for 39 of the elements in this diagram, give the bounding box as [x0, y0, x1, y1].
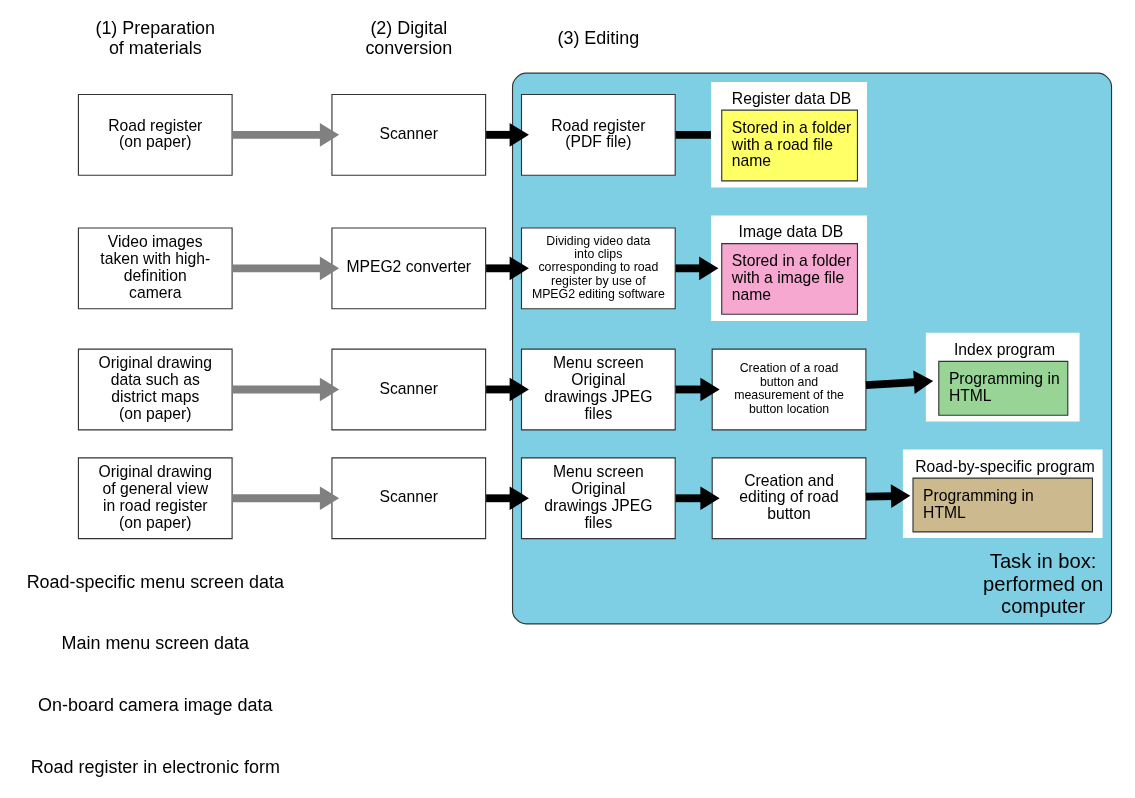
arrow	[486, 377, 529, 402]
label: On-board camera image data	[38, 695, 273, 716]
arrow	[865, 484, 911, 508]
label: (3) Editing	[557, 27, 640, 48]
node-box: MPEG2 converter	[331, 227, 487, 310]
node-box: Scanner	[331, 348, 487, 431]
node-box: Road register (PDF file)	[520, 93, 676, 176]
arrow	[232, 123, 340, 147]
node-box: Image data DB Stored in a folder with a image file name	[711, 215, 867, 322]
arrow	[232, 377, 340, 402]
node-box: Menu screen Original drawings JPEG files	[520, 457, 676, 540]
node-box: Creation of a road button and measurement of the button location	[711, 348, 867, 431]
label: Main menu screen data	[61, 633, 249, 654]
node-box: Original drawing data such as district maps (on paper)	[77, 348, 233, 431]
node-box: Creation and editing of road button	[711, 457, 867, 540]
node-box: Road register (on paper)	[77, 93, 233, 176]
node-box: Index program Programming in HTML	[925, 332, 1080, 422]
node-box: Scanner	[331, 457, 487, 540]
node-box: Register data DB Stored in a folder with a road file name	[711, 82, 867, 188]
label: (2) Digital conversion	[365, 17, 453, 58]
arrow	[232, 256, 340, 281]
connector	[675, 130, 711, 139]
arrow	[232, 486, 340, 511]
arrow	[675, 256, 719, 281]
node-box: Scanner	[331, 93, 487, 176]
label: Road register in electronic form	[30, 756, 280, 777]
label: Road-specific menu screen data	[26, 571, 284, 592]
label: (1) Preparation of materials	[95, 17, 216, 58]
arrow	[486, 256, 529, 281]
node-box: Menu screen Original drawings JPEG files	[520, 348, 676, 431]
node-box: Dividing video data into clips corresponding to road register by use of MPEG2 editing software	[520, 227, 676, 310]
arrow	[675, 377, 720, 402]
node-box: Video images taken with high-definition camera	[77, 227, 233, 310]
arrow	[675, 486, 720, 511]
arrow	[486, 486, 529, 511]
arrow	[486, 123, 529, 147]
node-box: Original drawing of general view in road register (on paper)	[77, 457, 233, 540]
arrow	[865, 370, 934, 395]
node-box: Road-by-specific program Programming in HTML	[902, 449, 1103, 539]
